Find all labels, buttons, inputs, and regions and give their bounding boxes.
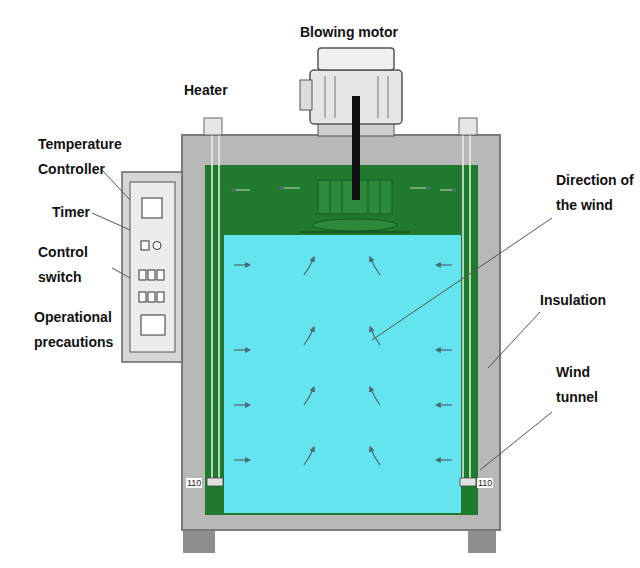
precautions-plate: [141, 315, 165, 335]
wind-arrows: [232, 188, 456, 465]
part-label: Heater: [184, 78, 228, 103]
temperature-controller: [142, 198, 162, 218]
part-label: Timer: [52, 200, 90, 225]
vent: [460, 478, 476, 486]
working-chamber: [224, 235, 461, 513]
part-label: Operational precautions: [34, 305, 126, 355]
cabinet-insulation: [182, 135, 500, 530]
part-label: Blowing motor: [300, 20, 398, 45]
part-label: Wind tunnel: [556, 360, 626, 410]
motor-cap: [318, 48, 394, 70]
fan-base: [313, 219, 397, 231]
panel-face: [130, 182, 175, 352]
heater-terminal: [459, 118, 477, 135]
control-switches: [139, 270, 164, 302]
motor-box: [300, 80, 312, 110]
part-label: Control switch: [38, 240, 113, 290]
heater-terminal: [204, 118, 222, 135]
vent: [207, 478, 223, 486]
motor-shaft: [352, 96, 360, 200]
callout-number: 110: [186, 478, 202, 488]
part-label: Direction of the wind: [556, 168, 636, 218]
callout-number: 110: [477, 478, 493, 488]
wind-tunnel: [205, 165, 478, 515]
control-panel: [122, 172, 182, 362]
part-label: Insulation: [540, 288, 606, 313]
part-label: Temperature Controller: [38, 132, 138, 182]
leader-lines: [92, 170, 552, 470]
timer: [141, 241, 149, 250]
timer-knob: [153, 242, 161, 250]
